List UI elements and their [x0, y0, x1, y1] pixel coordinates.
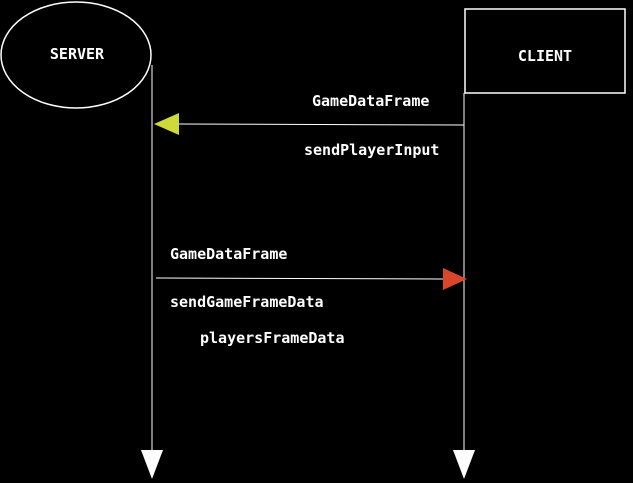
red-arrowhead-right-icon	[443, 268, 467, 290]
message-client-to-server: GameDataFrame sendPlayerInput	[154, 92, 465, 159]
message-client-to-server-type: GameDataFrame	[312, 92, 429, 110]
message-server-to-client-param: playersFrameData	[200, 329, 345, 347]
message-client-to-server-call: sendPlayerInput	[304, 141, 439, 159]
server-participant: SERVER	[0, 1, 152, 109]
message-server-to-client-line	[155, 277, 444, 280]
server-lifeline-arrowhead-icon	[141, 450, 163, 479]
message-server-to-client: GameDataFrame sendGameFrameData playersF…	[155, 245, 467, 347]
client-lifeline-arrowhead-icon	[453, 450, 475, 479]
message-server-to-client-type: GameDataFrame	[170, 245, 287, 263]
server-label: SERVER	[50, 45, 105, 63]
message-server-to-client-call: sendGameFrameData	[170, 293, 324, 311]
message-client-to-server-line	[177, 123, 465, 126]
client-label: CLIENT	[518, 47, 572, 65]
client-lifeline	[453, 93, 475, 479]
client-participant: CLIENT	[464, 8, 626, 94]
client-box	[464, 8, 626, 94]
server-lifeline	[141, 65, 163, 479]
server-ellipse	[0, 1, 152, 109]
yellow-arrowhead-left-icon	[154, 113, 179, 135]
